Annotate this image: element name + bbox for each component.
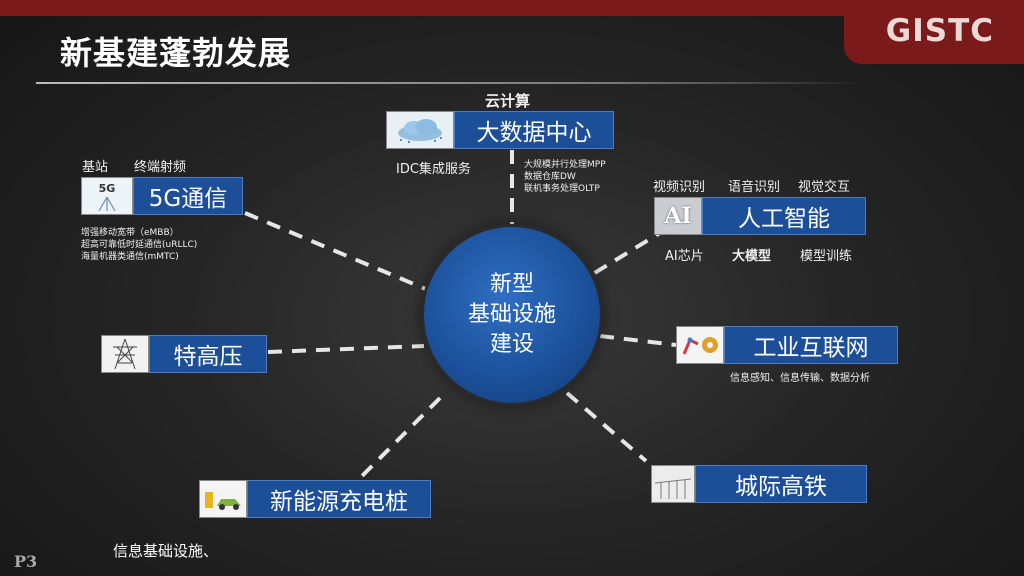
video-recognition-tag: 视频识别 <box>653 180 706 195</box>
railway-bridge-icon <box>654 478 692 499</box>
power-tower-icon <box>113 338 137 370</box>
5g-detail-2: 超高可靠低时延通信(uRLLC) <box>81 240 198 250</box>
bigdata-detail-1: 大规模并行处理MPP <box>524 160 606 170</box>
hub-line-2: 基础设施 <box>467 302 556 327</box>
idc-service-text: IDC集成服务 <box>396 162 471 177</box>
bigdata-detail-2: 数据仓库DW <box>524 172 576 182</box>
bigdata-detail-3: 联机事务处理OLTP <box>524 184 600 194</box>
speech-recognition-tag: 语音识别 <box>728 180 781 195</box>
page-number: P3 <box>14 552 38 571</box>
slide-title: 新基建蓬勃发展 <box>60 34 292 72</box>
brand-band: GISTC <box>844 0 1024 64</box>
gistc-logo: GISTC <box>885 13 994 49</box>
5g-detail-1: 增强移动宽带（eMBB） <box>81 228 179 238</box>
robot-gear-icon <box>682 337 718 355</box>
5g-node: 5G 5G通信 <box>81 177 243 215</box>
5g-label: 5G通信 <box>133 177 243 215</box>
antenna-icon <box>98 196 116 211</box>
hub-line-3: 建设 <box>489 332 534 357</box>
large-model-text: 大模型 <box>732 249 772 264</box>
ai-node: AI 人工智能 <box>654 197 866 235</box>
connector-5g <box>244 211 429 292</box>
ev-label: 新能源充电桩 <box>247 480 431 518</box>
hub-line-1: 新型 <box>489 272 534 297</box>
ai-label: 人工智能 <box>702 197 866 235</box>
rail-node: 城际高铁 <box>651 465 867 503</box>
ev-node: 新能源充电桩 <box>199 480 431 518</box>
uhv-thumbnail <box>101 335 149 373</box>
connector-ai <box>586 226 670 279</box>
ev-charger-icon <box>205 492 241 510</box>
iiot-thumbnail <box>676 326 724 364</box>
cloud-computing-label: 云计算 <box>485 92 531 110</box>
iiot-node: 工业互联网 <box>676 326 898 364</box>
base-station-tag: 基站 <box>82 160 109 175</box>
ai-thumb-text: AI <box>664 203 692 229</box>
iiot-label: 工业互联网 <box>724 326 898 364</box>
footer-note: 信息基础设施、 <box>113 542 219 560</box>
center-hub: 新型 基础设施 建设 <box>424 227 600 403</box>
uhv-label: 特高压 <box>149 335 267 373</box>
model-training-text: 模型训练 <box>800 249 853 264</box>
visual-interaction-tag: 视觉交互 <box>798 180 851 195</box>
rail-label: 城际高铁 <box>695 465 867 503</box>
uhv-node: 特高压 <box>101 335 267 373</box>
connector-ev <box>356 396 442 482</box>
rail-thumbnail <box>651 465 695 503</box>
connector-iiot <box>599 334 677 347</box>
connector-rail <box>565 391 648 463</box>
bigdata-details: 大规模并行处理MPP 数据仓库DW 联机事务处理OLTP <box>524 159 606 195</box>
5g-detail-3: 海量机器类通信(mMTC) <box>81 252 179 262</box>
5g-details: 增强移动宽带（eMBB） 超高可靠低时延通信(uRLLC) 海量机器类通信(mM… <box>81 227 197 263</box>
ai-thumbnail: AI <box>654 197 702 235</box>
bigdata-label: 大数据中心 <box>454 111 614 149</box>
5g-thumbnail: 5G <box>81 177 133 215</box>
title-rule <box>36 82 866 84</box>
iiot-details: 信息感知、信息传输、数据分析 <box>730 373 870 384</box>
connector-uhv <box>267 344 425 354</box>
terminal-rf-tag: 终端射频 <box>134 160 187 175</box>
cloud-icon <box>398 119 442 143</box>
top-bar <box>0 0 1024 16</box>
bigdata-node: 大数据中心 <box>386 111 614 149</box>
ev-thumbnail <box>199 480 247 518</box>
bigdata-thumbnail <box>386 111 454 149</box>
ai-chip-text: AI芯片 <box>665 249 704 264</box>
5g-thumb-text: 5G <box>98 181 116 195</box>
